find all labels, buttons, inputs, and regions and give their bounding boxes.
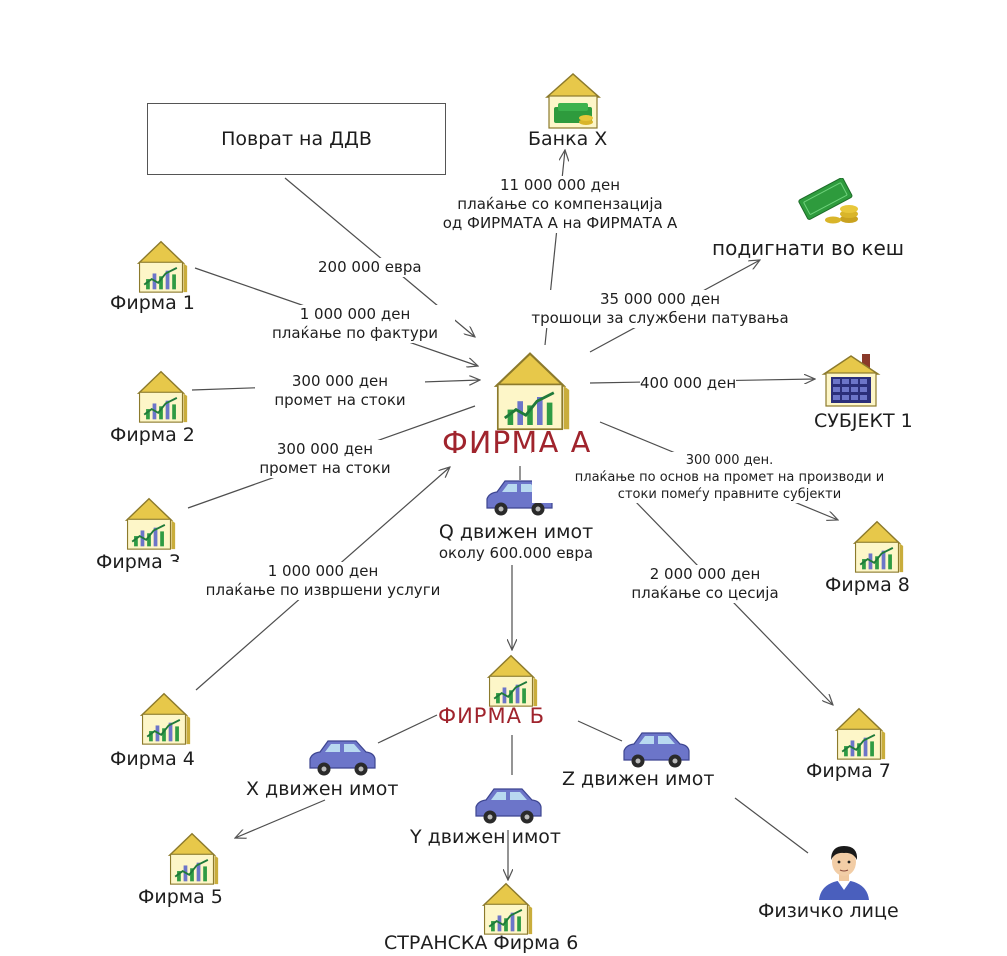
house-chart-icon xyxy=(163,830,221,886)
firma-3-edge-label: 300 000 ден промет на стоки xyxy=(240,440,410,478)
person-label: Физичко лице xyxy=(758,900,899,922)
firma-3-label: Фирма 3 xyxy=(96,551,181,573)
asset-q-label: Q движен имот околу 600.000 евра xyxy=(408,520,624,563)
cash-edge-label: 35 000 000 ден трошоци за службени патув… xyxy=(500,290,820,328)
firma-7-label: Фирма 7 xyxy=(806,760,891,782)
vat-refund-label: Поврат на ДДВ xyxy=(221,128,372,150)
firma-2-label: Фирма 2 xyxy=(110,424,195,446)
firma-1-edge-label: 1 000 000 ден плаќање по фактури xyxy=(255,305,455,343)
house-chart-icon xyxy=(830,705,888,761)
bank-x-node xyxy=(542,70,604,130)
house-chart-icon xyxy=(482,348,578,432)
building-icon xyxy=(821,354,881,407)
cash-node xyxy=(793,177,865,226)
car-icon xyxy=(620,730,692,770)
car-icon xyxy=(306,738,378,778)
firma-8-label: Фирма 8 xyxy=(825,574,910,596)
subject-1-label: СУБЈЕКТ 1 xyxy=(814,410,913,432)
subject-1-edge-label: 400 000 ден xyxy=(640,374,737,393)
house-chart-icon xyxy=(848,518,906,574)
money-icon xyxy=(798,177,858,224)
subject-1-node xyxy=(820,352,882,408)
firma-6-label: СТРАНСКА Фирма 6 xyxy=(384,932,579,954)
firma-b-label: ФИРМА Б xyxy=(438,704,546,728)
firma-4-label: Фирма 4 xyxy=(110,748,195,770)
bank-edge-label: 11 000 000 ден плаќање со компензација о… xyxy=(400,176,720,233)
firma-1-label: Фирма 1 xyxy=(110,292,195,314)
firma-4-edge-label: 1 000 000 ден плаќање по извршени услуги xyxy=(168,562,478,600)
asset-y-label: Y движен имот xyxy=(410,826,561,848)
house-chart-icon xyxy=(135,690,193,746)
vat-refund-box: Поврат на ДДВ xyxy=(147,103,446,175)
house-chart-icon xyxy=(120,495,178,551)
asset-x-label: X движен имот xyxy=(246,778,399,800)
house-chart-icon xyxy=(482,652,540,708)
vat-amount-label: 200 000 евра xyxy=(318,258,422,277)
cash-label: подигнати во кеш xyxy=(712,236,905,260)
person-node xyxy=(815,840,873,900)
firma-2-edge-label: 300 000 ден промет на стоки xyxy=(255,372,425,410)
car-icon xyxy=(472,786,544,826)
bank-icon xyxy=(545,72,601,129)
house-chart-icon xyxy=(132,238,190,294)
firma-7-edge-label: 2 000 000 ден плаќање со цесија xyxy=(610,565,800,603)
firma-8-edge-label: 300 000 ден. плаќање по основ на промет … xyxy=(532,452,927,503)
person-icon xyxy=(819,846,869,900)
bank-x-label: Банка X xyxy=(528,128,608,150)
asset-z-label: Z движен имот xyxy=(562,768,715,790)
firma-5-label: Фирма 5 xyxy=(138,886,223,908)
house-chart-icon xyxy=(132,368,190,424)
house-chart-icon xyxy=(477,880,535,936)
